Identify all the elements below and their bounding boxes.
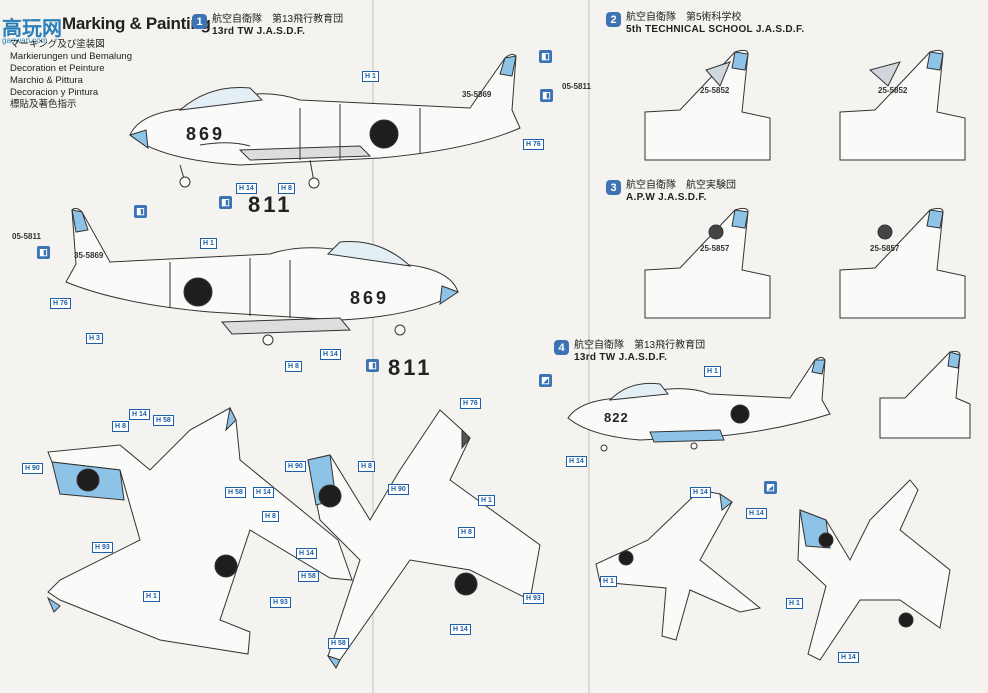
paint-code-h14-j: H 14 xyxy=(838,652,859,663)
section-3-jp: 航空自衛隊 航空実験団 xyxy=(626,180,736,191)
paint-code-h8-b: H 8 xyxy=(285,361,302,372)
paint-code-h93-c: H 93 xyxy=(523,593,544,604)
tail-number-2: 35-5869 xyxy=(74,251,104,260)
aircraft-profile-2 xyxy=(65,207,460,346)
lang-italian: Marchio & Pittura xyxy=(10,75,83,86)
fuselage-serial-2: 869 xyxy=(350,288,390,308)
paint-code-h14-c: H 14 xyxy=(129,409,150,420)
paint-code-h1: H 1 xyxy=(362,71,379,82)
page-fold-right xyxy=(588,0,590,693)
paint-code-h14-g: H 14 xyxy=(566,456,587,467)
tail-number-1-side: 05-5811 xyxy=(562,82,591,91)
lang-chinese: 標貼及著色指示 xyxy=(10,99,77,110)
page-fold-left xyxy=(372,0,374,693)
fuselage-serial-1: 869 xyxy=(186,124,226,144)
decal-marker-icon: ◧ xyxy=(540,89,553,102)
paint-code-h58: H 58 xyxy=(153,415,174,426)
watermark-url: gaowan.com xyxy=(2,36,48,45)
section-3-en: A.P.W J.A.S.D.F. xyxy=(626,192,707,203)
tail-number-1: 35-5869 xyxy=(462,90,492,99)
section-3-number: 3 xyxy=(606,180,621,195)
decal-marker-icon: ◧ xyxy=(134,205,147,218)
paint-code-h90: H 90 xyxy=(22,463,43,474)
paint-code-h8-d: H 8 xyxy=(262,511,279,522)
planform-bottom-1 xyxy=(307,409,541,669)
paint-code-h76-b: H 76 xyxy=(50,298,71,309)
paint-code-h76-c: H 76 xyxy=(460,398,481,409)
planform-top-1 xyxy=(46,406,353,655)
decal-marker-icon: ◩ xyxy=(764,481,777,494)
decal-marker-icon: ◧ xyxy=(219,196,232,209)
decal-marker-icon: ◧ xyxy=(539,50,552,63)
paint-code-h14-d: H 14 xyxy=(253,487,274,498)
paint-code-h14-e: H 14 xyxy=(296,548,317,559)
paint-code-h1-d: H 1 xyxy=(478,495,495,506)
paint-code-h76: H 76 xyxy=(523,139,544,150)
paint-code-h14-b: H 14 xyxy=(320,349,341,360)
paint-code-h8-c: H 8 xyxy=(112,421,129,432)
paint-code-h90-b: H 90 xyxy=(285,461,306,472)
section-4-jp: 航空自衛隊 第13飛行教育団 xyxy=(574,340,706,351)
paint-code-h58-b: H 58 xyxy=(225,487,246,498)
paint-code-h3: H 3 xyxy=(86,333,103,344)
paint-code-h14-f: H 14 xyxy=(450,624,471,635)
paint-code-h58-d: H 58 xyxy=(328,638,349,649)
aircraft-profile-1 xyxy=(128,53,521,189)
page-title: Marking & Painting xyxy=(62,14,211,33)
tail-detail-section-3 xyxy=(644,207,966,319)
paint-code-h1-b: H 1 xyxy=(200,238,217,249)
tail-number-section-3-left: 25-5857 xyxy=(700,244,730,253)
tail-number-section-3-right: 25-5857 xyxy=(870,244,900,253)
paint-code-h1-e: H 1 xyxy=(704,366,721,377)
paint-code-h1-g: H 1 xyxy=(786,598,803,609)
watermark-logo: 高玩网 xyxy=(2,18,62,40)
section-4-number: 4 xyxy=(554,340,569,355)
paint-code-h93-b: H 93 xyxy=(270,597,291,608)
tail-number-section-2-right: 25-5852 xyxy=(878,86,908,95)
lang-german: Markierungen und Bemalung xyxy=(10,51,132,62)
section-4-en: 13rd TW J.A.S.D.F. xyxy=(574,352,668,363)
tail-number-2-side: 05-5811 xyxy=(12,232,41,241)
lang-french: Decoration et Peinture xyxy=(10,63,105,74)
section-1-number: 1 xyxy=(192,14,207,29)
paint-code-h8: H 8 xyxy=(278,183,295,194)
section-2-jp: 航空自衛隊 第5術科学校 xyxy=(626,12,742,23)
decal-marker-icon: ◩ xyxy=(539,374,552,387)
decal-marker-icon: ◧ xyxy=(366,359,379,372)
section-1-en: 13rd TW J.A.S.D.F. xyxy=(212,26,306,37)
lang-spanish: Decoracion y Pintura xyxy=(10,87,99,98)
tail-number-section-2-left: 25-5852 xyxy=(700,86,730,95)
paint-code-h93: H 93 xyxy=(92,542,113,553)
paint-code-h1-c: H 1 xyxy=(143,591,160,602)
paint-code-h58-c: H 58 xyxy=(298,571,319,582)
paint-code-h8-f: H 8 xyxy=(458,527,475,538)
fuselage-serial-4: 822 xyxy=(604,410,629,425)
section-1-jp: 航空自衛隊 第13飛行教育団 xyxy=(212,14,344,25)
lang-japanese: マーキング及び塗装図 xyxy=(10,39,105,50)
paint-code-h90-c: H 90 xyxy=(388,484,409,495)
planform-top-4 xyxy=(595,489,762,641)
aircraft-profile-4 xyxy=(567,357,831,452)
tail-detail-section-4 xyxy=(879,350,971,439)
tail-detail-section-2 xyxy=(644,49,966,161)
paint-code-h1-f: H 1 xyxy=(600,576,617,587)
section-2-number: 2 xyxy=(606,12,621,27)
paint-code-h14-i: H 14 xyxy=(746,508,767,519)
paint-code-h14-h: H 14 xyxy=(690,487,711,498)
nose-serial-decal-1: 811 xyxy=(248,192,293,217)
paint-code-h14: H 14 xyxy=(236,183,257,194)
decal-marker-icon: ◧ xyxy=(37,246,50,259)
paint-code-h8-e: H 8 xyxy=(358,461,375,472)
nose-serial-decal-2: 811 xyxy=(388,355,433,380)
planform-bottom-4 xyxy=(797,479,951,661)
section-2-en: 5th TECHNICAL SCHOOL J.A.S.D.F. xyxy=(626,24,805,35)
